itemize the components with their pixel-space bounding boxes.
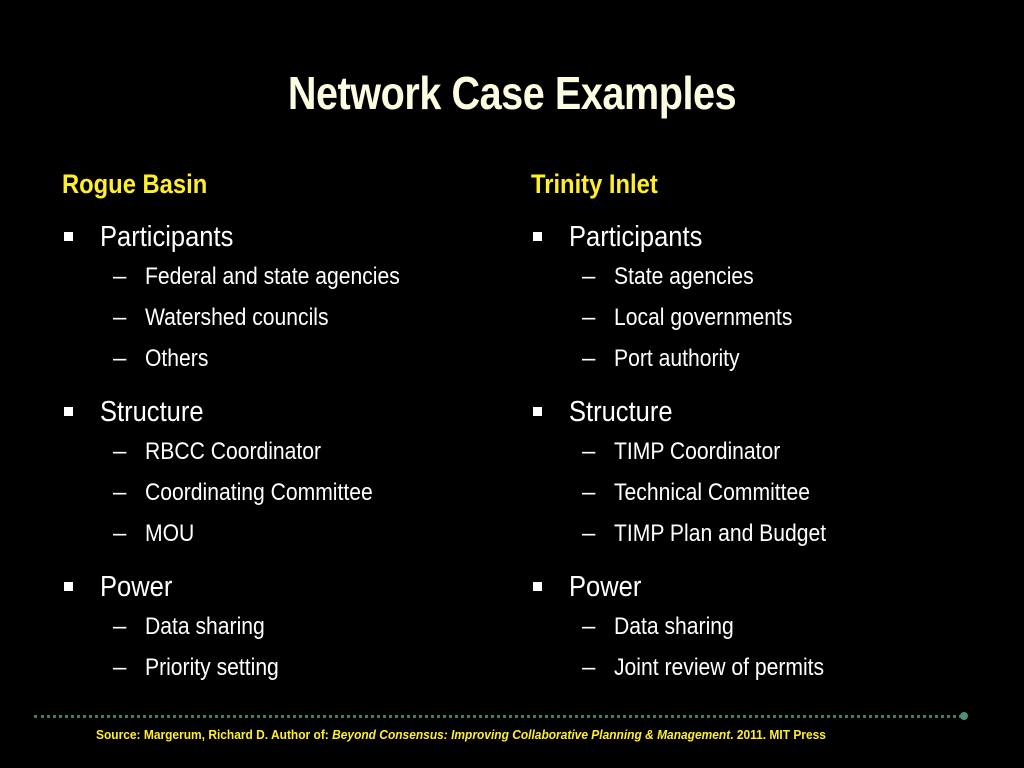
sub-item-label: Others — [145, 345, 209, 372]
bullet-item: Power — [62, 568, 502, 606]
section-structure: Structure – RBCC Coordinator – Coordinat… — [62, 393, 502, 554]
dash-bullet-icon: – — [113, 613, 127, 640]
square-bullet-icon — [64, 582, 73, 591]
sub-item: – TIMP Plan and Budget — [531, 513, 971, 554]
citation-prefix: Source: Margerum, Richard D. Author of: — [96, 727, 333, 742]
section-participants: Participants – State agencies – Local go… — [531, 218, 971, 379]
sub-item: – State agencies — [531, 256, 971, 297]
square-bullet-icon — [533, 407, 542, 416]
bullet-label: Structure — [569, 396, 673, 428]
sub-item: – Watershed councils — [62, 297, 502, 338]
sub-item-label: MOU — [145, 520, 195, 547]
dash-bullet-icon: – — [113, 263, 127, 290]
square-bullet-icon — [64, 407, 73, 416]
dash-bullet-icon: – — [582, 479, 596, 506]
square-bullet-icon — [64, 232, 73, 241]
citation-book-title: Beyond Consensus: Improving Collaborativ… — [332, 727, 731, 742]
sub-item: – Priority setting — [62, 647, 502, 688]
sub-item: – Local governments — [531, 297, 971, 338]
citation-suffix: . 2011. MIT Press — [730, 727, 826, 742]
slide-title: Network Case Examples — [287, 67, 737, 119]
sub-item: – Data sharing — [62, 606, 502, 647]
sub-item: – Joint review of permits — [531, 647, 971, 688]
sub-item: – TIMP Coordinator — [531, 431, 971, 472]
dash-bullet-icon: – — [113, 345, 127, 372]
dash-bullet-icon: – — [582, 613, 596, 640]
sub-item: – Others — [62, 338, 502, 379]
bullet-label: Structure — [100, 396, 204, 428]
dash-bullet-icon: – — [582, 345, 596, 372]
bullet-label: Participants — [569, 221, 703, 253]
column-rogue-basin: Rogue Basin Participants – Federal and s… — [62, 166, 502, 688]
square-bullet-icon — [533, 582, 542, 591]
sub-item-label: Port authority — [614, 345, 740, 372]
dash-bullet-icon: – — [113, 304, 127, 331]
sub-item-label: Watershed councils — [145, 304, 329, 331]
dash-bullet-icon: – — [582, 304, 596, 331]
bullet-item: Structure — [531, 393, 971, 431]
source-citation: Source: Margerum, Richard D. Author of: … — [96, 726, 860, 744]
sub-item: – MOU — [62, 513, 502, 554]
section-participants: Participants – Federal and state agencie… — [62, 218, 502, 379]
bullet-item: Power — [531, 568, 971, 606]
section-power: Power – Data sharing – Joint review of p… — [531, 568, 971, 688]
sub-item-label: TIMP Coordinator — [614, 438, 781, 465]
sub-item: – Technical Committee — [531, 472, 971, 513]
dash-bullet-icon: – — [113, 479, 127, 506]
column-heading: Rogue Basin — [62, 169, 208, 199]
bullet-label: Participants — [100, 221, 234, 253]
dash-bullet-icon: – — [582, 263, 596, 290]
dash-bullet-icon: – — [582, 438, 596, 465]
bullet-label: Power — [100, 571, 173, 603]
sub-item: – Data sharing — [531, 606, 971, 647]
section-structure: Structure – TIMP Coordinator – Technical… — [531, 393, 971, 554]
sub-item-label: RBCC Coordinator — [145, 438, 322, 465]
sub-item-label: Local governments — [614, 304, 793, 331]
sub-item: – Coordinating Committee — [62, 472, 502, 513]
section-power: Power – Data sharing – Priority setting — [62, 568, 502, 688]
bullet-item: Structure — [62, 393, 502, 431]
sub-item-label: Coordinating Committee — [145, 479, 373, 506]
dotted-divider — [34, 715, 962, 718]
sub-item: – Port authority — [531, 338, 971, 379]
dash-bullet-icon: – — [582, 520, 596, 547]
bullet-item: Participants — [62, 218, 502, 256]
column-trinity-inlet: Trinity Inlet Participants – State agenc… — [531, 166, 971, 688]
dash-bullet-icon: – — [113, 438, 127, 465]
sub-item-label: Joint review of permits — [614, 654, 825, 681]
dash-bullet-icon: – — [113, 520, 127, 547]
bullet-item: Participants — [531, 218, 971, 256]
sub-item-label: Priority setting — [145, 654, 279, 681]
sub-item-label: State agencies — [614, 263, 754, 290]
divider-end-dot-icon — [960, 712, 968, 720]
sub-item-label: Federal and state agencies — [145, 263, 400, 290]
square-bullet-icon — [533, 232, 542, 241]
sub-item-label: Data sharing — [145, 613, 265, 640]
sub-item-label: Data sharing — [614, 613, 734, 640]
sub-item: – Federal and state agencies — [62, 256, 502, 297]
sub-item-label: Technical Committee — [614, 479, 811, 506]
sub-item: – RBCC Coordinator — [62, 431, 502, 472]
sub-item-label: TIMP Plan and Budget — [614, 520, 827, 547]
dash-bullet-icon: – — [113, 654, 127, 681]
dash-bullet-icon: – — [582, 654, 596, 681]
bullet-label: Power — [569, 571, 642, 603]
column-heading: Trinity Inlet — [531, 169, 658, 199]
